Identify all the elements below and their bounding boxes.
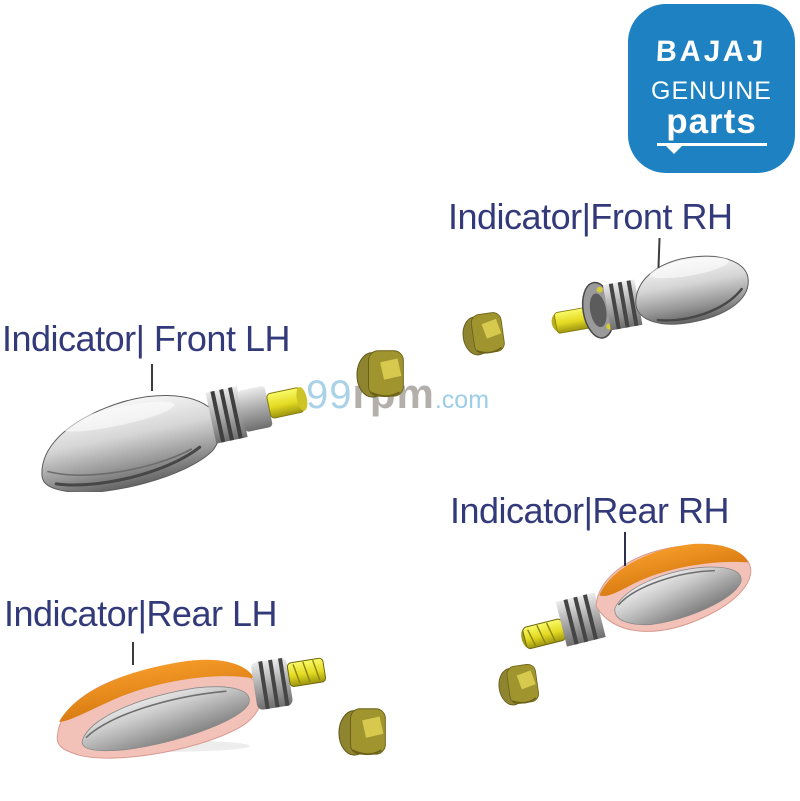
turn-indicator-front-lh-illustration [41,386,308,492]
label-indicator-rear-rh: Indicator|Rear RH [450,490,729,531]
turn-indicator-rear-rh-illustration [521,543,752,649]
genuine-text: GENUINE [651,77,772,105]
leader-line-rear-rh [624,532,626,566]
bajaj-logo-text: BAJAJ [655,35,768,69]
watermark-99: 99 [306,373,353,417]
logo-arrow-icon [664,145,683,154]
parts-text: parts [666,102,757,141]
flange-nut-rear-left [338,708,386,756]
leader-line-front-lh [151,364,153,391]
flange-nut-rear-right [498,663,539,706]
label-indicator-front-rh: Indicator|Front RH [448,196,733,237]
label-indicator-rear-lh: Indicator|Rear LH [4,593,277,634]
bajaj-genuine-parts-logo: BAJAJ GENUINE parts [628,4,795,173]
flange-nut-front-right [462,312,505,356]
turn-indicator-front-rh-illustration [551,255,749,339]
flange-nut-front-left [356,350,404,398]
logo-underline [656,143,767,154]
watermark-com: .com [434,386,490,414]
leader-line-rear-lh [132,642,134,665]
label-indicator-front-lh: Indicator| Front LH [2,318,290,359]
turn-indicator-rear-lh-illustration [56,657,327,759]
